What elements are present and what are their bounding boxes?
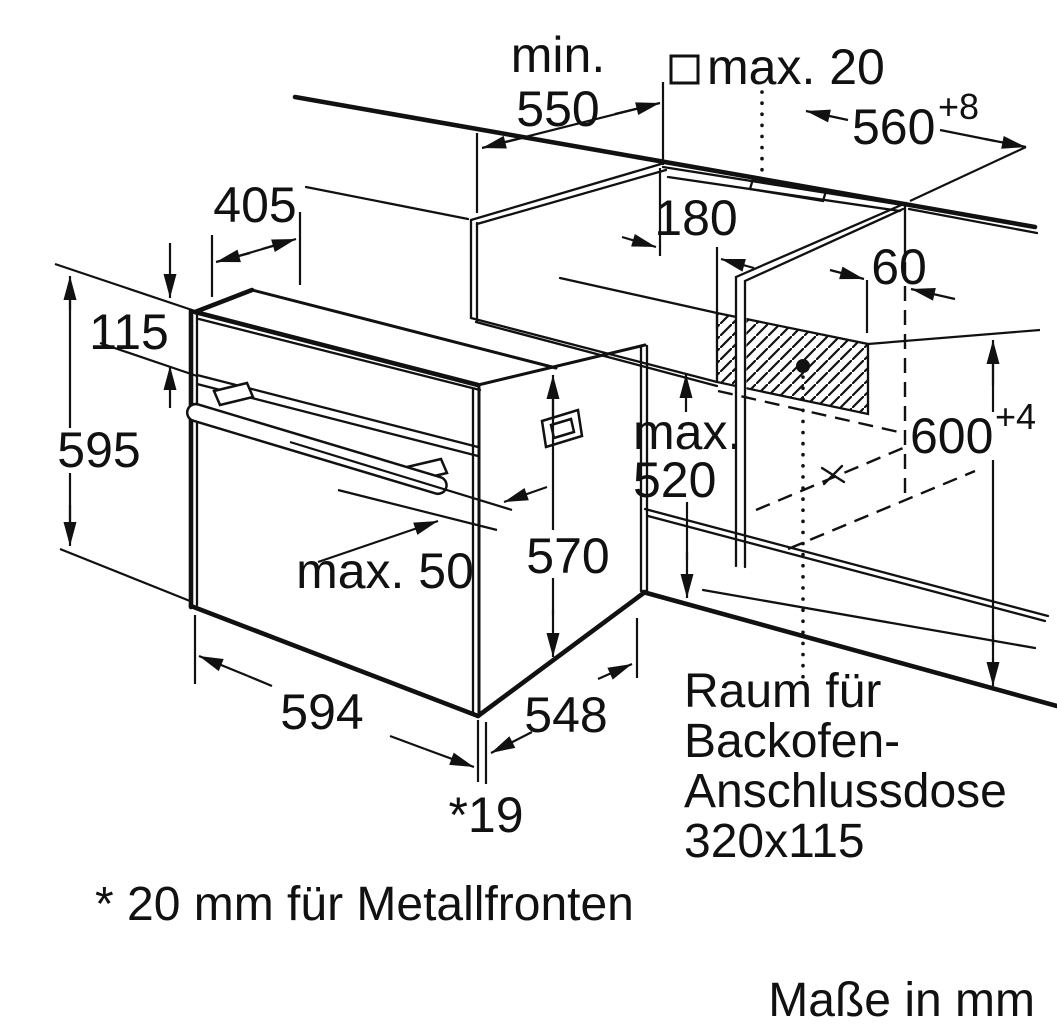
dim-570-label: 570 — [526, 528, 609, 584]
dim-19-label: *19 — [448, 787, 523, 843]
dim-max520 — [679, 374, 694, 598]
dim-560-label: 560 — [852, 99, 935, 155]
dim-max50-label: max. 50 — [296, 543, 474, 599]
fixing-bracket — [748, 177, 828, 203]
dim-550-label: 550 — [516, 81, 599, 137]
units-note: Maße in mm — [768, 974, 1035, 1024]
dim-115-label: 115 — [89, 304, 169, 360]
dim-560 — [805, 109, 1027, 202]
cabinet-side-panel — [734, 201, 908, 569]
connection-box-area — [715, 311, 870, 416]
callout-line3: Anschlussdose — [684, 765, 1007, 818]
dim-600-label: 600 — [910, 408, 993, 464]
floor-edge — [640, 588, 1057, 709]
dim-180 — [621, 233, 755, 272]
dim-548 — [490, 662, 633, 754]
dim-min-label: min. — [511, 27, 605, 83]
dim-594 — [198, 654, 475, 769]
callout-line1: Raum für — [684, 665, 881, 718]
niche-shelf-edge — [643, 507, 1050, 623]
dim-60 — [829, 266, 956, 301]
dim-594-label: 594 — [280, 684, 363, 740]
oven-side-latch — [540, 408, 584, 449]
dim-max520-label-line1: max. — [633, 404, 741, 460]
connection-point-dot — [796, 359, 810, 373]
wall-line — [304, 185, 470, 221]
dim-548-label: 548 — [524, 687, 607, 743]
dim-max20-label: max. 20 — [707, 39, 885, 95]
oven-handle — [185, 381, 449, 496]
dim-60-label: 60 — [871, 239, 927, 295]
dim-max50 — [289, 440, 548, 564]
dim-595-label: 595 — [57, 422, 140, 478]
niche-left-corner — [469, 218, 719, 388]
worktop-cutout-strip — [469, 162, 1039, 260]
dim-600-tolerance: +4 — [995, 396, 1036, 437]
callout-line4: 320x115 — [684, 815, 865, 868]
oven-body — [188, 287, 649, 719]
footnote: * 20 mm für Metallfronten — [95, 878, 634, 931]
dim-max520-label-line2: 520 — [633, 452, 716, 508]
extension-lines — [54, 82, 1041, 784]
dim-180-label: 180 — [654, 190, 737, 246]
connection-box-callout: Raum für Backofen- Anschlussdose 320x115 — [684, 665, 1007, 868]
worktop-front-edge — [292, 94, 1038, 230]
dim-560-tolerance: +8 — [938, 86, 979, 127]
dotted-leader-lines — [760, 90, 805, 682]
niche-hidden-lines — [717, 262, 976, 551]
dim-405-label: 405 — [213, 177, 296, 233]
dim-550 — [481, 101, 661, 150]
callout-line2: Backofen- — [684, 715, 900, 768]
hatched-connection-zone — [715, 311, 870, 416]
dim-405 — [215, 237, 297, 264]
square-symbol — [669, 54, 700, 85]
handle-post-left — [212, 381, 255, 407]
handle-bar — [185, 402, 448, 496]
